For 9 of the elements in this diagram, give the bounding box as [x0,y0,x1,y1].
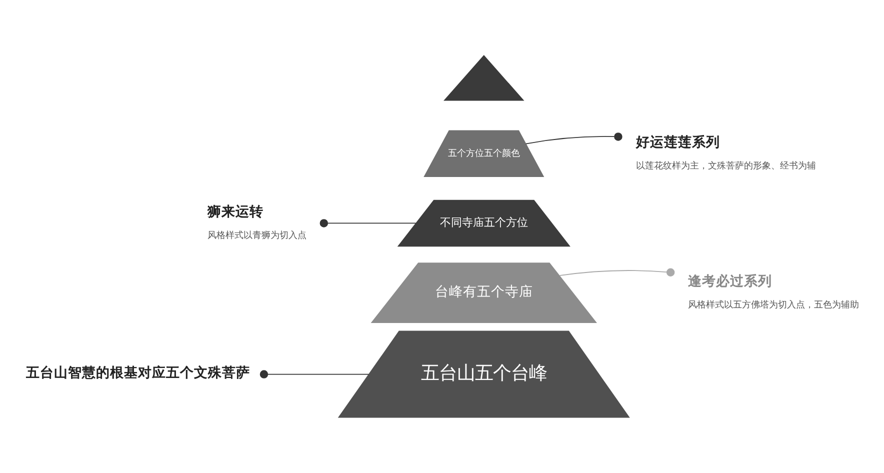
connector [320,219,416,228]
node-triangle [444,54,524,101]
node-text: 五台山智慧的根基对应五个文殊菩萨 [26,365,250,382]
node-text: 好运莲莲系列 以莲花纹样为主，文殊菩萨的形象、经书为辅 [636,134,816,172]
node-text: 狮来运转 风格样式以青狮为切入点 [207,204,306,241]
connector [260,370,370,378]
connector [558,268,675,277]
connector [525,132,622,144]
node-text: 逢考必过系列 风格样式以五方佛塔为切入点，五色为辅助 [688,273,860,310]
